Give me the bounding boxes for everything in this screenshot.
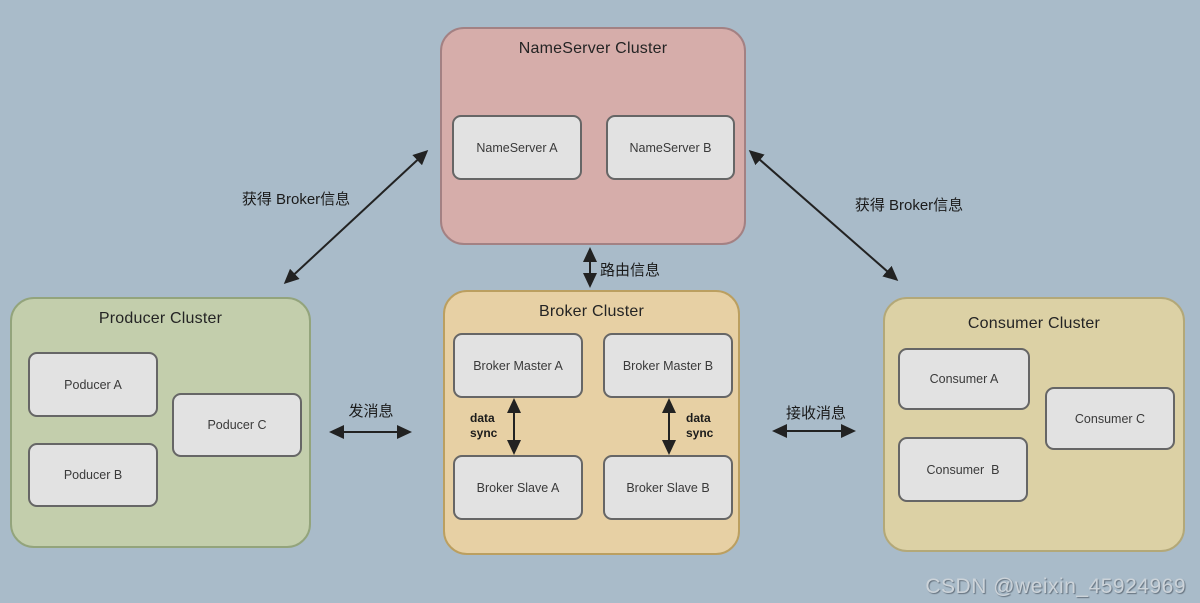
node-poducer-b: Poducer B — [28, 443, 158, 507]
edge-label-get-broker-info-left: 获得 Broker信息 — [241, 191, 351, 208]
node-broker-slave-a-label: Broker Slave A — [476, 480, 560, 495]
node-broker-master-b: Broker Master B — [603, 333, 733, 398]
edge-label-routing-info: 路由信息 — [600, 262, 661, 279]
node-broker-slave-b-label: Broker Slave B — [626, 480, 710, 495]
edge-label-receive-message: 接收消息 — [785, 405, 846, 422]
node-broker-master-b-label: Broker Master B — [622, 358, 714, 373]
node-consumer-a: Consumer A — [898, 348, 1030, 410]
node-nameserver-b: NameServer B — [606, 115, 735, 180]
node-broker-master-a-label: Broker Master A — [473, 358, 563, 373]
csdn-watermark: CSDN @weixin_45924969 — [925, 575, 1186, 598]
cluster-nameserver-title: NameServer Cluster — [518, 40, 668, 57]
cluster-broker-title: Broker Cluster — [538, 303, 645, 320]
node-consumer-a-label: Consumer A — [929, 372, 999, 386]
node-poducer-c-label: Poducer C — [207, 418, 267, 432]
node-nameserver-a-label: NameServer A — [476, 140, 558, 155]
node-broker-master-a: Broker Master A — [453, 333, 583, 398]
cluster-producer-title: Producer Cluster — [98, 310, 223, 327]
arrow-producer-nameserver — [283, 149, 429, 285]
edge-label-get-broker-info-right: 获得 Broker信息 — [854, 197, 964, 214]
node-consumer-b: Consumer B — [898, 437, 1028, 502]
cluster-consumer-title: Consumer Cluster — [967, 315, 1101, 332]
edge-label-send-message: 发消息 — [348, 403, 394, 420]
node-poducer-c: Poducer C — [172, 393, 302, 457]
edge-label-data-sync-left: data sync — [470, 411, 498, 440]
edge-label-data-sync-right: data sync — [686, 411, 714, 440]
arrow-nameserver-consumer — [748, 150, 899, 281]
node-nameserver-a: NameServer A — [452, 115, 582, 180]
node-consumer-c-label: Consumer C — [1074, 411, 1146, 426]
node-poducer-b-label: Poducer B — [63, 468, 123, 482]
node-consumer-c: Consumer C — [1045, 387, 1175, 450]
node-broker-slave-a: Broker Slave A — [453, 455, 583, 520]
node-poducer-a: Poducer A — [28, 352, 158, 417]
node-nameserver-b-label: NameServer B — [629, 140, 712, 155]
node-poducer-a-label: Poducer A — [64, 377, 122, 392]
node-consumer-b-label: Consumer B — [926, 462, 1000, 477]
node-broker-slave-b: Broker Slave B — [603, 455, 733, 520]
